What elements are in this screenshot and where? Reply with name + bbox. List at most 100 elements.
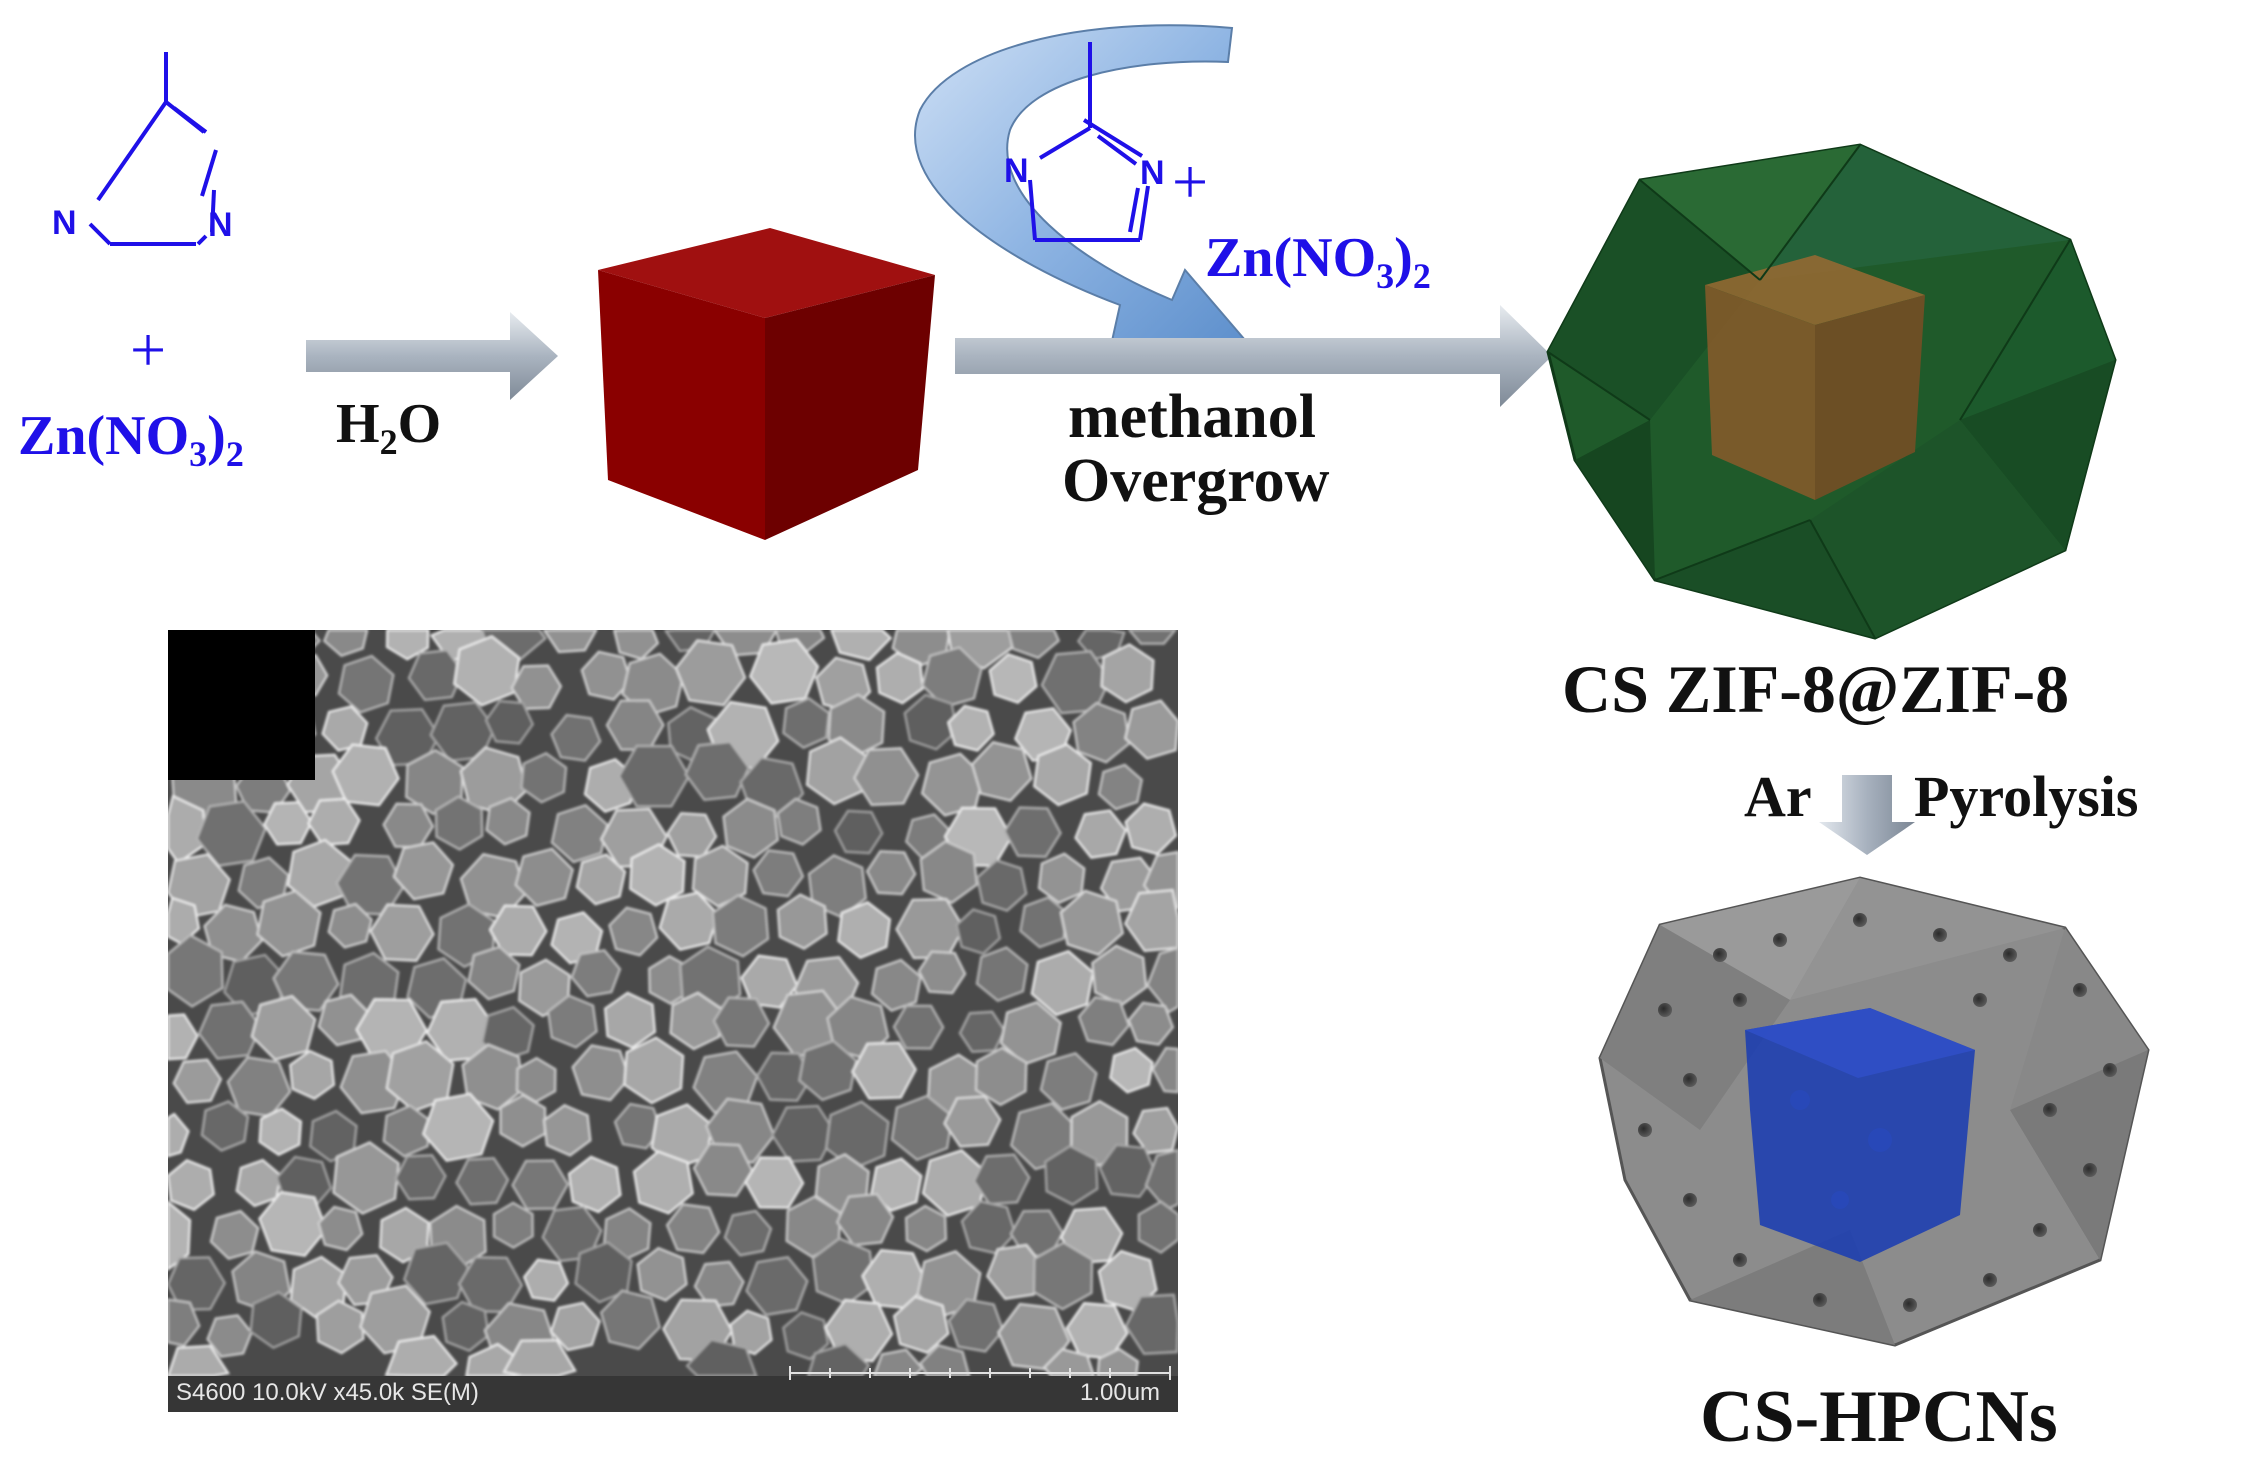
sem-crystal — [1127, 629, 1178, 645]
sem-crystal — [492, 1201, 534, 1249]
sem-crystal — [782, 1311, 830, 1361]
sem-crystal — [1072, 701, 1131, 764]
sem-crystal — [571, 1044, 631, 1102]
product-cs-hpcns-label: CS-HPCNs — [1700, 1376, 2058, 1458]
zinc-nitrate-left: Zn(NO3)2 — [18, 405, 244, 475]
sem-crystal — [629, 843, 686, 907]
sem-crystal — [166, 1159, 215, 1211]
sem-crystal — [1124, 889, 1179, 953]
sem-crystal — [514, 847, 574, 908]
sem-crystal — [988, 653, 1038, 704]
sem-black-corner — [168, 630, 315, 780]
step3-ar-label: Ar — [1744, 764, 1812, 829]
sem-crystal — [467, 945, 521, 1001]
sem-crystal — [167, 1298, 201, 1347]
sem-crystal — [722, 797, 779, 859]
sem-crystal — [919, 840, 978, 904]
sem-crystal — [608, 906, 659, 957]
hollow-porous-carbon-polyhedron — [1598, 876, 2150, 1347]
sem-crystal — [485, 797, 531, 846]
sem-crystal — [853, 747, 920, 807]
sem-crystal — [511, 1159, 570, 1211]
sem-crystal — [237, 856, 290, 910]
sem-crystal — [755, 1051, 813, 1102]
sem-crystal — [1151, 1046, 1179, 1094]
sem-crystal — [1097, 763, 1143, 811]
sem-crystal — [865, 850, 917, 896]
sem-crystal — [317, 1205, 364, 1252]
sem-crystal — [332, 1141, 400, 1215]
sem-crystal — [943, 1095, 1002, 1148]
sem-crystal — [636, 1246, 688, 1302]
sem-crystal — [692, 1142, 754, 1197]
imidazole-molecule-left — [88, 52, 218, 246]
sem-crystal — [461, 1043, 525, 1111]
atom-n-top-1: N — [1004, 152, 1029, 190]
sem-scale-label: 1.00um — [1080, 1379, 1161, 1406]
sem-crystal — [167, 1112, 190, 1158]
sem-crystal — [776, 797, 822, 846]
arrow-step-2 — [955, 305, 1552, 407]
sem-crystal — [1037, 852, 1086, 905]
sem-crystal — [453, 635, 521, 707]
sem-crystal — [256, 889, 322, 958]
sem-crystal — [518, 958, 571, 1018]
imidazole-molecule-top — [1028, 42, 1150, 242]
sem-crystal — [167, 1199, 192, 1272]
sem-crystal — [1039, 1052, 1098, 1111]
sem-crystal — [599, 1289, 661, 1351]
sem-crystal — [1044, 1144, 1099, 1206]
sem-crystal — [489, 904, 548, 957]
sem-crystal — [550, 911, 604, 965]
sem-crystal — [1100, 643, 1155, 704]
sem-crystal — [748, 638, 820, 705]
sem-scale-bar — [789, 1366, 1171, 1380]
sem-crystal — [323, 629, 369, 658]
sem-crystal — [776, 893, 828, 950]
sem-crystal — [484, 699, 535, 745]
sem-crystal — [603, 991, 657, 1049]
sem-crystal — [289, 1049, 336, 1100]
sem-crystal — [499, 1093, 547, 1148]
sem-crystal — [798, 1039, 858, 1102]
overgrow-curved-arrow — [914, 24, 1248, 352]
sem-crystal — [785, 1195, 842, 1259]
sem-crystal — [623, 1036, 685, 1105]
sem-micrograph — [166, 629, 1180, 1412]
sem-crystal — [550, 803, 609, 864]
core-shell-zif8-polyhedron — [1546, 143, 2117, 640]
sem-crystal — [541, 1205, 603, 1263]
sem-crystal — [745, 1256, 809, 1317]
sem-crystal — [712, 996, 771, 1048]
sem-crystal — [321, 705, 369, 752]
sem-crystal — [744, 1156, 805, 1209]
sem-crystal — [613, 1102, 663, 1150]
sem-crystal — [574, 1241, 633, 1304]
sem-crystal — [917, 950, 967, 995]
sem-crystal — [549, 1301, 601, 1352]
sem-crystal — [405, 748, 464, 816]
sem-crystal — [567, 1155, 622, 1214]
sem-crystal — [327, 902, 373, 949]
sem-crystal — [829, 629, 893, 662]
sem-crystal — [1003, 806, 1062, 858]
sem-crystal — [441, 1300, 490, 1353]
plus-left: + — [130, 314, 167, 385]
sem-crystal — [309, 1109, 358, 1163]
pore-holes — [1638, 913, 2117, 1312]
sem-crystal — [434, 795, 484, 851]
sem-crystal — [618, 744, 691, 808]
sem-crystal — [1146, 946, 1179, 1014]
sem-crystal — [1032, 1241, 1094, 1311]
sem-crystal — [1098, 1143, 1158, 1198]
atom-n-top-2: N — [1140, 154, 1165, 192]
atom-n-left-2: N — [208, 206, 233, 244]
sem-crystal — [851, 1041, 917, 1100]
solvent-h2o-label: H2O — [336, 393, 442, 463]
step2-overgrow-label: Overgrow — [1062, 447, 1330, 515]
sem-crystal — [570, 949, 622, 998]
sem-crystal — [833, 809, 884, 855]
sem-crystal — [258, 1191, 328, 1257]
sem-crystal — [522, 1258, 570, 1302]
sem-crystal — [740, 954, 799, 1009]
